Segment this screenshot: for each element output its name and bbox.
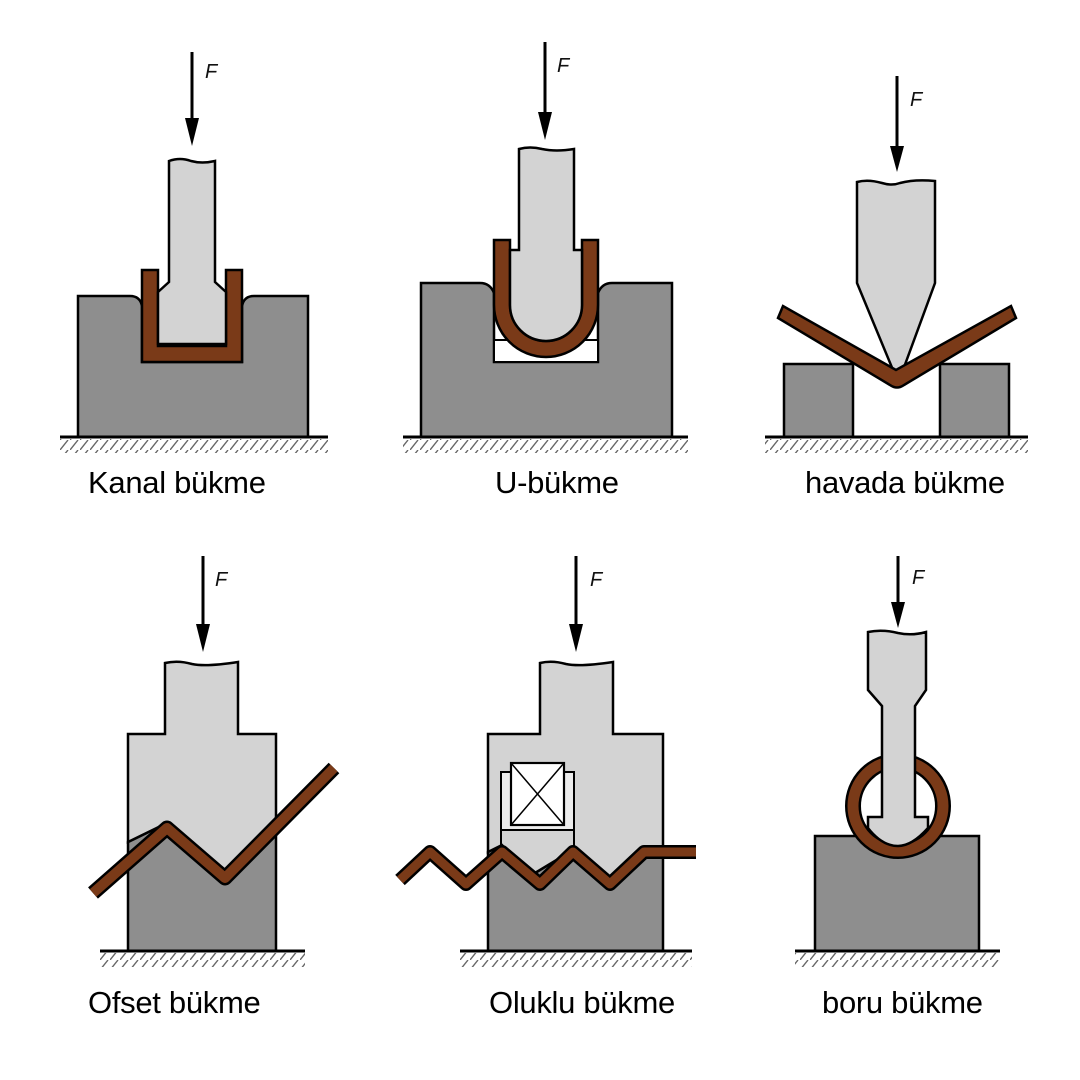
panel-havada-bukme: F	[765, 76, 1028, 453]
label-boru-bukme: boru bükme	[822, 985, 983, 1020]
ground-hatch	[403, 439, 688, 453]
punch	[855, 179, 937, 375]
label-u-bukme: U-bükme	[495, 465, 619, 500]
die-right	[938, 362, 1011, 439]
ground-hatch	[100, 953, 305, 967]
force-label: F	[912, 567, 926, 589]
force-arrow-icon: F	[569, 556, 604, 652]
spring-element-icon	[500, 761, 575, 849]
force-label: F	[557, 55, 571, 77]
force-label: F	[205, 61, 219, 83]
label-kanal-bukme: Kanal bükme	[88, 465, 266, 500]
punch	[156, 157, 228, 346]
force-label: F	[590, 569, 604, 591]
force-arrow-icon: F	[538, 42, 571, 140]
label-oluklu-bukme: Oluklu bükme	[489, 985, 675, 1020]
punch	[866, 629, 930, 848]
panel-u-bukme: F	[403, 42, 688, 453]
label-ofset-bukme: Ofset bükme	[88, 985, 261, 1020]
panel-kanal-bukme: F	[60, 52, 328, 453]
force-arrow-icon: F	[185, 52, 219, 146]
ground-hatch	[795, 953, 1000, 967]
panel-oluklu-bukme: F	[395, 556, 696, 967]
force-arrow-icon: F	[890, 76, 924, 172]
force-label: F	[215, 569, 229, 591]
punch	[508, 146, 584, 343]
panel-boru-bukme: F	[795, 556, 1000, 967]
force-arrow-icon: F	[891, 556, 926, 628]
ground-hatch	[460, 953, 692, 967]
die-left	[782, 362, 855, 439]
label-havada-bukme: havada bükme	[805, 465, 1005, 500]
force-label: F	[910, 89, 924, 111]
workpiece	[776, 304, 1018, 389]
ground-hatch	[765, 439, 1028, 453]
ground-hatch	[60, 439, 328, 453]
force-arrow-icon: F	[196, 556, 229, 652]
panel-ofset-bukme: F	[88, 556, 340, 967]
